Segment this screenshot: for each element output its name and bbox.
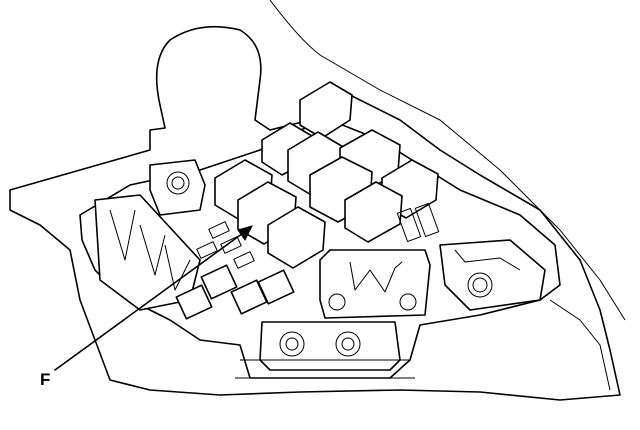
left-connector: [94, 159, 206, 311]
bottom-terminal-block: [235, 321, 415, 379]
callout-leader: [54, 225, 253, 371]
relay-group: [214, 81, 439, 269]
right-connector: [439, 239, 546, 311]
callout-label-f: F: [40, 370, 51, 389]
center-connector: [319, 249, 431, 319]
fuse-slots: [175, 203, 440, 320]
engine-bay-outline: [9, 25, 621, 401]
